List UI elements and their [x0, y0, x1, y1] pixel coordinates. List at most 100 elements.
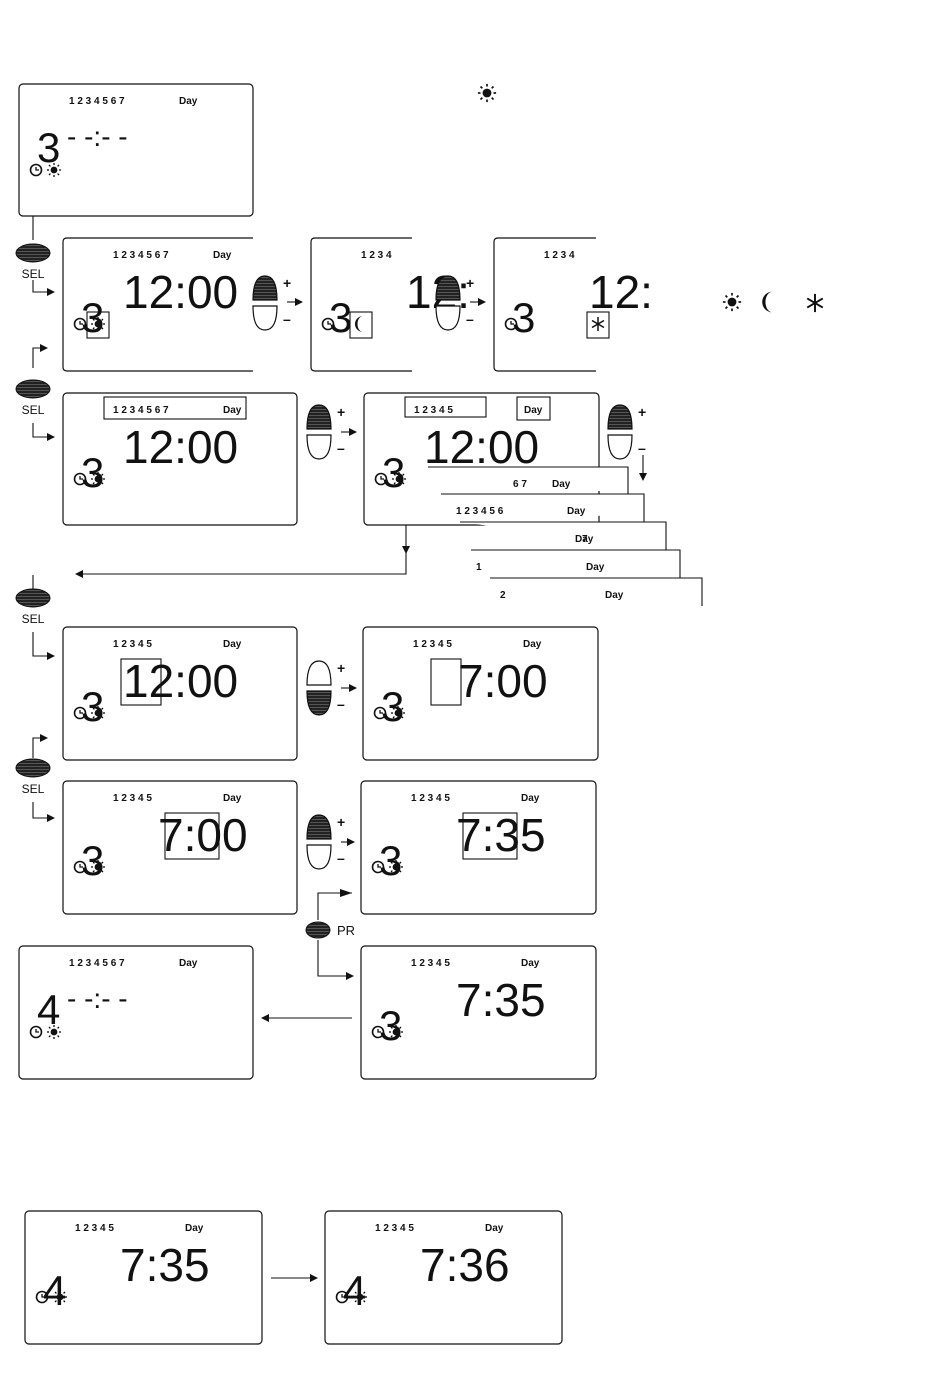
tab-day-numbers: 1: [476, 562, 482, 573]
tab-frame: [441, 493, 645, 522]
minus-sign: –: [466, 311, 474, 327]
sel-button-shape[interactable]: [15, 758, 51, 778]
plus-minus-buttons[interactable]: +–: [252, 275, 291, 331]
minus-button[interactable]: [252, 305, 278, 331]
day-label: Day: [521, 958, 540, 969]
time-display: 7:35: [456, 809, 546, 861]
sel-button-shape[interactable]: [15, 588, 51, 608]
sel-label: SEL: [22, 267, 45, 281]
tab-day-label: Day: [575, 534, 594, 545]
time-display: 12:: [589, 266, 653, 318]
plus-button[interactable]: [607, 404, 633, 430]
flow-arrow: [75, 553, 407, 578]
sel-button[interactable]: SEL: [15, 379, 51, 417]
day-label: Day: [521, 793, 540, 804]
sel-button-shape[interactable]: [15, 243, 51, 263]
plus-button[interactable]: [306, 814, 332, 840]
mode-highlight-box: [349, 311, 373, 339]
tab-frame: [428, 466, 629, 495]
day-label: Day: [223, 793, 242, 804]
screen-frame: [62, 780, 298, 915]
screen-frame: [363, 392, 600, 526]
tab-frame: [471, 549, 681, 578]
plus-button[interactable]: [306, 404, 332, 430]
minus-button[interactable]: [306, 844, 332, 870]
tab-day-label: Day: [567, 506, 586, 517]
plus-minus-buttons[interactable]: +–: [607, 404, 646, 460]
screen-frame: [324, 1210, 563, 1345]
plus-sign: +: [283, 275, 291, 291]
program-number: 3: [379, 837, 402, 884]
plus-button[interactable]: [252, 275, 278, 301]
flow-arrow: [32, 423, 55, 441]
time-display: 12:00: [123, 655, 238, 707]
time-display: 7:00: [158, 809, 248, 861]
program-number: 4: [43, 1267, 66, 1314]
plus-minus-buttons[interactable]: +–: [306, 660, 345, 716]
day-highlight-box: [516, 396, 551, 421]
tab-day-numbers: 6 7: [513, 479, 527, 490]
minus-sign: –: [337, 696, 345, 712]
minus-sign: –: [337, 440, 345, 456]
time-display: - -:- -: [67, 121, 128, 152]
days-highlight-box: [404, 396, 487, 418]
pr-button-shape[interactable]: [305, 921, 331, 939]
flow-arrow: [32, 734, 48, 758]
flow-arrow: [317, 892, 352, 920]
day-numbers: 1 2 3 4 5: [375, 1223, 414, 1234]
pr-button[interactable]: PR: [305, 921, 355, 939]
tab-frame: [460, 521, 667, 550]
tab-day-numbers: 2: [500, 590, 506, 601]
day-label: Day: [179, 96, 198, 107]
sel-button[interactable]: SEL: [15, 758, 51, 796]
hours-highlight-box: [120, 658, 162, 706]
minus-sign: –: [638, 440, 646, 456]
screen-frame: [360, 945, 597, 1080]
screen-frame: [18, 83, 254, 217]
day-group-tab: 6 7 Day: [428, 466, 629, 495]
flow-arrow: [32, 632, 55, 660]
sel-button[interactable]: SEL: [15, 243, 51, 281]
pr-label: PR: [337, 923, 355, 938]
sel-button-shape[interactable]: [15, 379, 51, 399]
program-number: 3: [81, 683, 104, 730]
day-label: Day: [223, 639, 242, 650]
tab-day-label: Day: [586, 562, 605, 573]
minus-button[interactable]: [435, 305, 461, 331]
plus-minus-buttons[interactable]: +–: [435, 275, 474, 331]
sel-label: SEL: [22, 403, 45, 417]
tab-frame: [490, 577, 703, 606]
screen-frame: [62, 392, 298, 526]
sel-label: SEL: [22, 782, 45, 796]
minus-button[interactable]: [306, 434, 332, 460]
tab-day-label: Day: [552, 479, 571, 490]
day-label: Day: [179, 958, 198, 969]
time-display: 12:00: [123, 421, 238, 473]
day-label: Day: [223, 405, 242, 416]
minus-button[interactable]: [607, 434, 633, 460]
program-number: 3: [379, 1002, 402, 1049]
days-highlight-box: [103, 396, 247, 420]
plus-minus-buttons[interactable]: +–: [306, 404, 345, 460]
plus-button[interactable]: [306, 660, 332, 686]
sel-button[interactable]: SEL: [15, 588, 51, 626]
screen-frame: [360, 780, 597, 915]
plus-button[interactable]: [435, 275, 461, 301]
plus-minus-buttons[interactable]: +–: [306, 814, 345, 870]
program-number: 3: [37, 124, 60, 171]
day-numbers: 1 2 3 4 5: [413, 639, 452, 650]
program-number: 3: [382, 449, 405, 496]
day-numbers: 1 2 3 4 5: [75, 1223, 114, 1234]
minus-button[interactable]: [306, 690, 332, 716]
plus-sign: +: [337, 814, 345, 830]
program-number: 3: [81, 294, 104, 341]
